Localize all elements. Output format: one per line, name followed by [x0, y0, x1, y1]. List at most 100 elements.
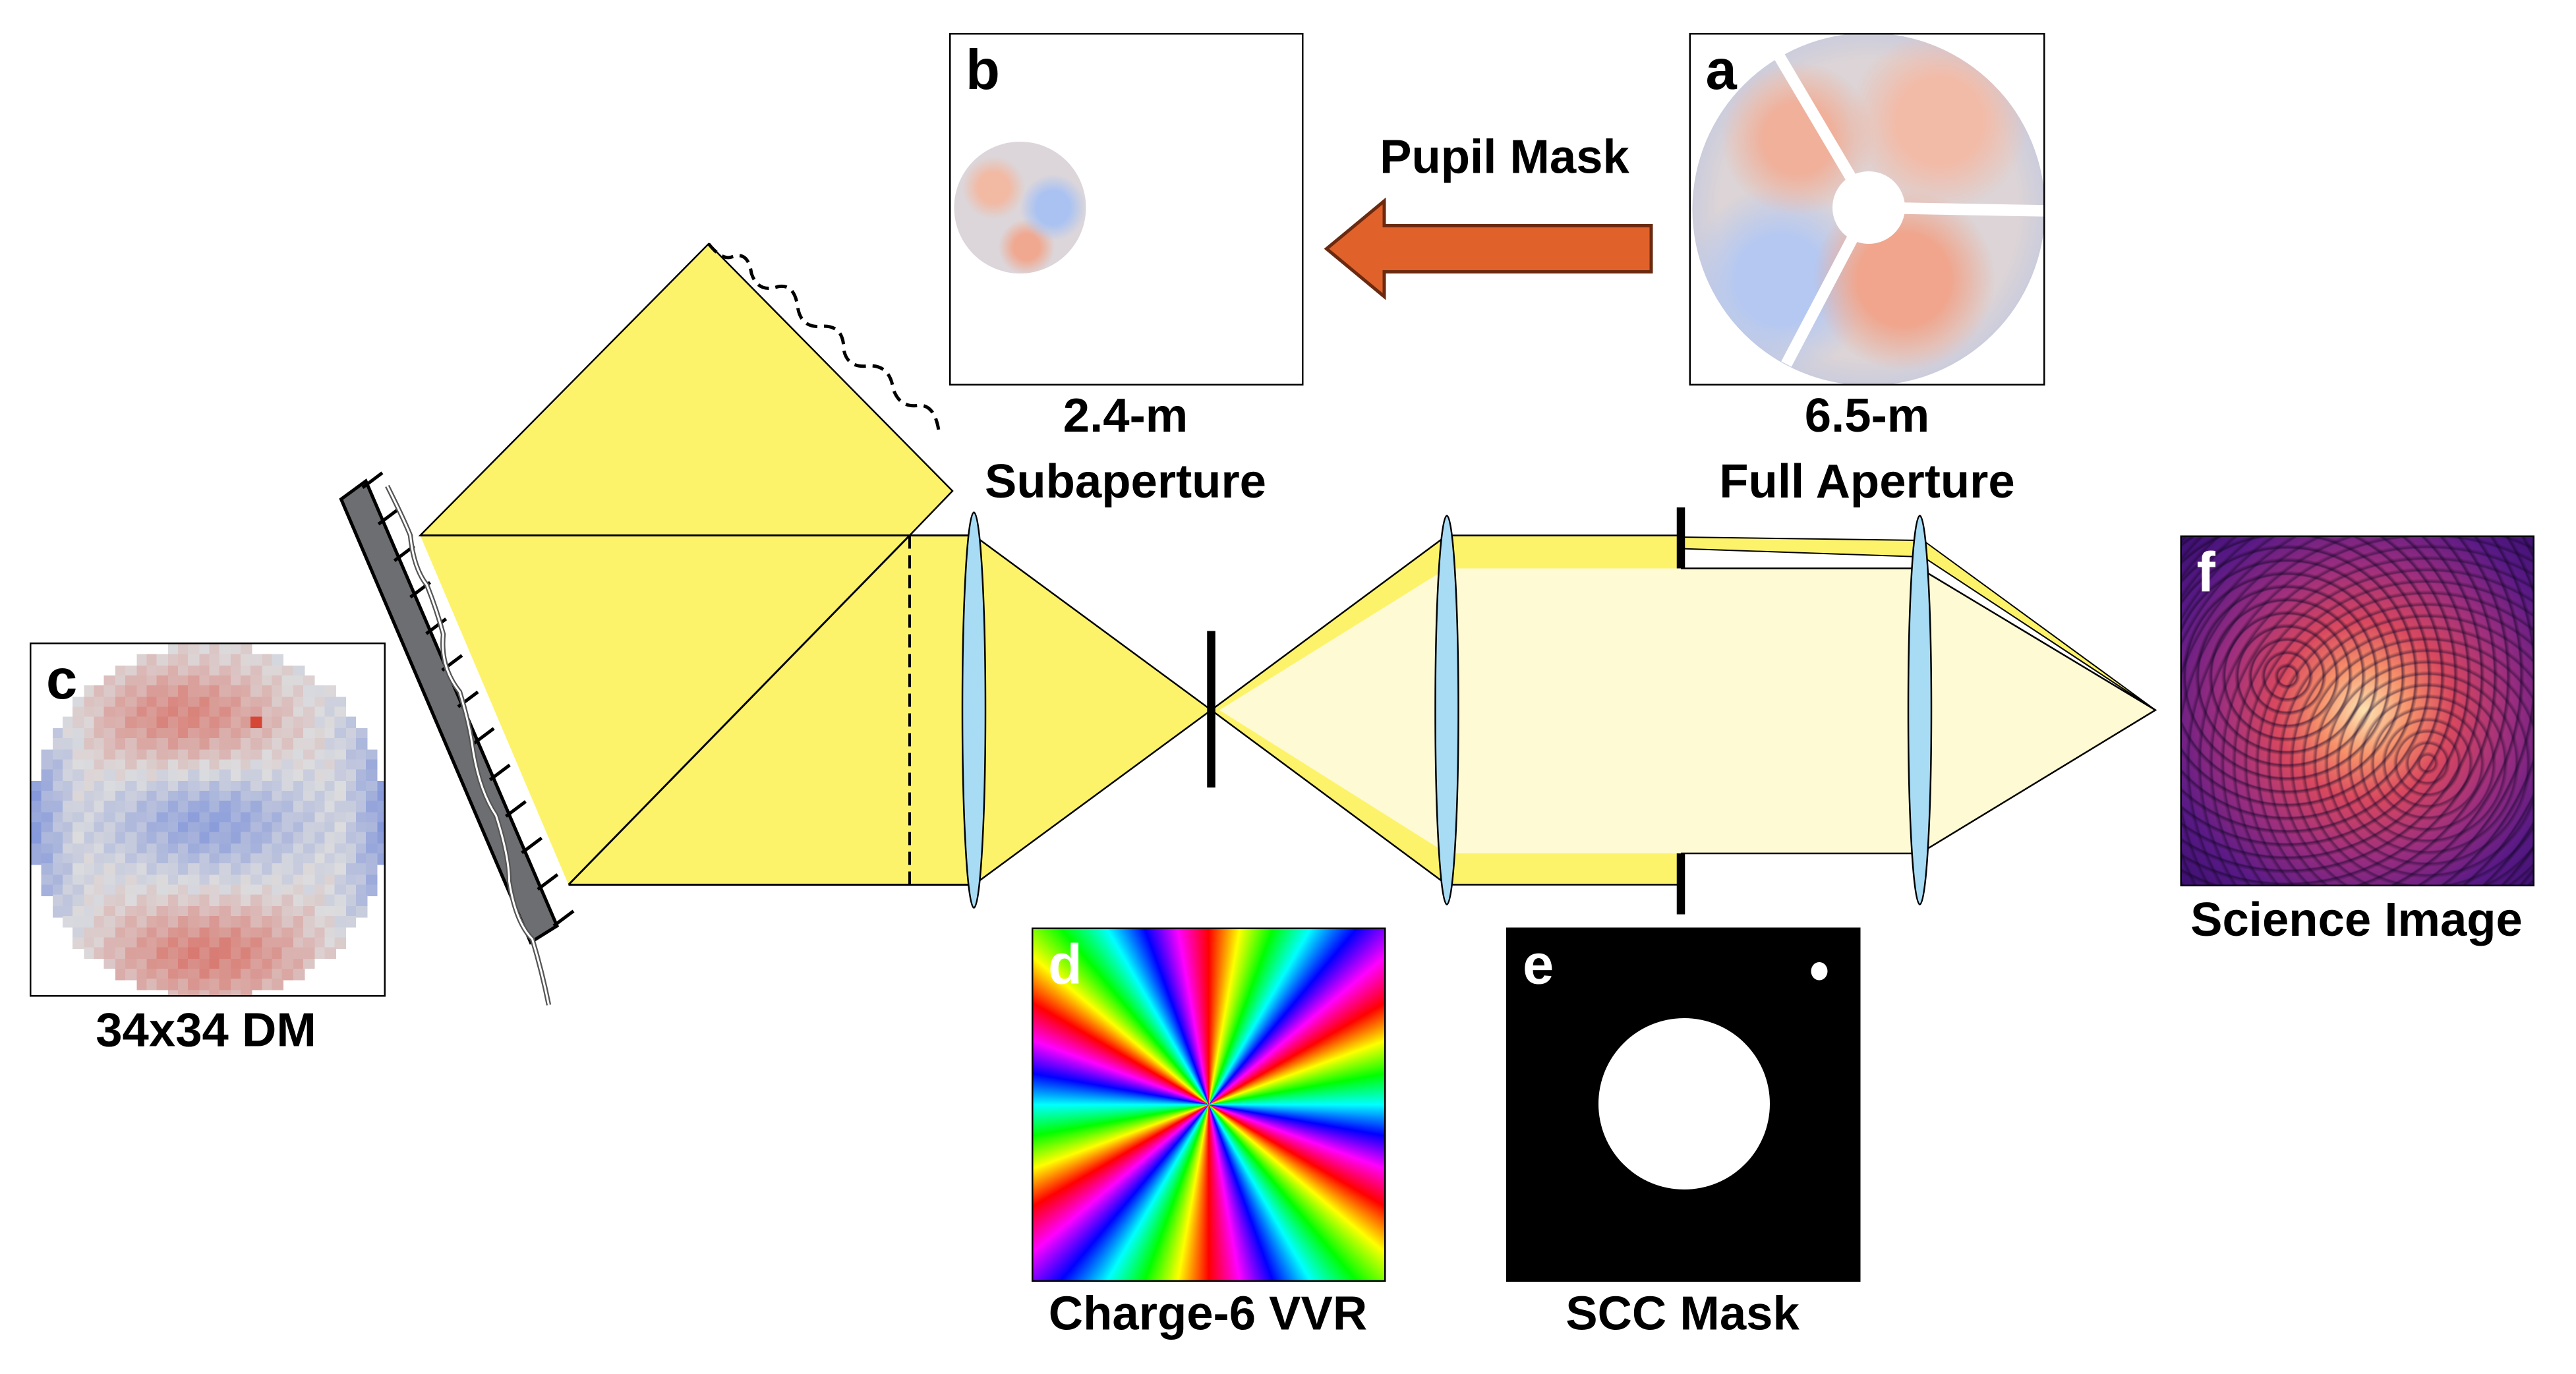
dm-pixel: [52, 749, 64, 760]
dm-pixel: [282, 822, 294, 834]
dm-pixel: [261, 822, 273, 834]
dm-pixel: [177, 979, 189, 990]
dm-pixel: [345, 790, 357, 802]
dm-pixel: [63, 780, 74, 792]
dm-pixel: [167, 927, 179, 938]
dm-pixel: [293, 728, 305, 739]
dm-pixel: [63, 853, 74, 865]
dm-pixel: [220, 675, 231, 687]
dm-surface-map: c: [30, 643, 386, 997]
dm-pixel: [314, 749, 326, 760]
dm-pixel: [324, 790, 336, 802]
dm-pixel: [136, 968, 148, 980]
actuator: [521, 836, 543, 855]
dm-pixel: [136, 738, 148, 750]
dm-pixel: [324, 749, 336, 760]
dm-pixel: [115, 843, 127, 855]
dm-pixel: [94, 759, 105, 771]
dm-pixel: [282, 759, 294, 771]
dm-pixel: [241, 927, 252, 938]
dm-pixel: [146, 822, 158, 834]
dm-pixel: [261, 706, 273, 718]
dm-pixel: [83, 832, 95, 844]
dm-pixel: [303, 832, 315, 844]
dm-pixel: [366, 874, 378, 886]
dm-pixel: [115, 958, 127, 970]
dm-pixel: [303, 948, 315, 959]
dm-pixel: [355, 843, 367, 855]
dm-pixel: [167, 905, 179, 917]
dm-pixel: [209, 728, 221, 739]
dm-pixel: [52, 728, 64, 739]
lens-2: [1434, 515, 1459, 905]
dm-pixel: [314, 843, 326, 855]
dm-pixel: [167, 644, 179, 656]
dm-pixel: [261, 979, 273, 990]
dm-pixel: [146, 811, 158, 823]
dm-pixel: [261, 948, 273, 959]
dm-pixel: [376, 843, 384, 855]
dm-pixel: [220, 759, 231, 771]
dm-pixel: [303, 958, 315, 970]
dm-pixel: [42, 884, 53, 896]
dm-pixel: [188, 686, 200, 698]
dm-pixel: [157, 905, 169, 917]
dm-pixel: [220, 968, 231, 980]
dm-pixel: [324, 843, 336, 855]
dm-pixel: [261, 864, 273, 876]
dm-pixel: [366, 759, 378, 771]
dm-pixel: [188, 948, 200, 959]
dm-pixel: [272, 780, 283, 792]
spiders-and-obscuration: [1772, 51, 2043, 367]
dm-pixel: [146, 770, 158, 782]
dm-pixel: [366, 832, 378, 844]
dm-pixel: [251, 728, 263, 739]
dm-pixel: [345, 853, 357, 865]
dm-pixel: [188, 717, 200, 729]
dm-pixel: [314, 864, 326, 876]
lyot-aperture: [1598, 1018, 1770, 1189]
dm-pixel: [324, 937, 336, 949]
dm-pixel: [31, 801, 43, 813]
dm-pixel: [282, 780, 294, 792]
dm-pixel: [366, 853, 378, 865]
dm-pixel: [188, 979, 200, 990]
dm-pixel: [73, 790, 85, 802]
dm-pixel: [261, 937, 273, 949]
dm-pixel: [272, 916, 283, 928]
dm-pixel: [241, 801, 252, 813]
dm-pixel: [209, 864, 221, 876]
dm-pixel: [115, 665, 127, 677]
dm-pixel: [324, 717, 336, 729]
dm-pixel: [136, 811, 148, 823]
dm-pixel: [167, 801, 179, 813]
dm-pixel: [198, 770, 210, 782]
dm-pixel: [251, 948, 263, 959]
actuator: [361, 471, 384, 489]
dm-pixel: [261, 759, 273, 771]
dm-pixel: [324, 801, 336, 813]
dm-pixel: [146, 895, 158, 907]
dm-pixel: [220, 654, 231, 666]
dm-pixel: [335, 770, 347, 782]
dm-pixel: [52, 884, 64, 896]
dm-pixel: [83, 895, 95, 907]
dm-pixel: [293, 853, 305, 865]
dm-pixel: [94, 822, 105, 834]
dm-pixel: [366, 864, 378, 876]
dm-pixel: [314, 822, 326, 834]
dm-pixel: [355, 832, 367, 844]
dm-pixel: [177, 706, 189, 718]
dm-pixel: [146, 843, 158, 855]
dm-pixel: [241, 790, 252, 802]
dm-pixel: [303, 801, 315, 813]
dm-pixel: [125, 801, 137, 813]
dm-pixel: [94, 801, 105, 813]
dm-pixel: [104, 832, 116, 844]
dm-pixel: [366, 801, 378, 813]
dm-pixel: [188, 958, 200, 970]
dm-pixel: [314, 770, 326, 782]
dm-pixel: [83, 927, 95, 938]
dm-pixel: [293, 895, 305, 907]
dm-pixel: [73, 770, 85, 782]
